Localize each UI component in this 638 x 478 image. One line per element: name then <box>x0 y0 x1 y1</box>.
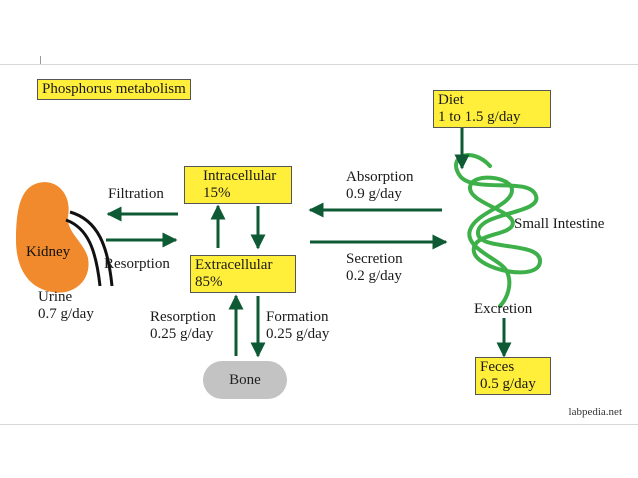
diet-box: Diet 1 to 1.5 g/day <box>433 90 551 128</box>
bone-resorption-label: Resorption <box>150 309 216 325</box>
diet-amount: 1 to 1.5 g/day <box>438 109 521 125</box>
feces-box: Feces 0.5 g/day <box>475 357 551 395</box>
urine-label: Urine <box>38 289 73 305</box>
bone-formation-label: Formation <box>266 309 329 325</box>
diagram-frame <box>0 64 638 425</box>
bone-resorption-amount: 0.25 g/day <box>150 326 214 342</box>
secretion-amount: 0.2 g/day <box>346 268 402 284</box>
ureter-line-1 <box>65 218 102 287</box>
ureter-line-2 <box>69 210 114 287</box>
bone-label: Bone <box>229 371 261 388</box>
extracellular-label: Extracellular <box>195 257 273 273</box>
intracellular-percent: 15% <box>203 185 231 201</box>
filtration-label: Filtration <box>108 186 164 202</box>
kidney-icon <box>16 182 89 293</box>
small-intestine-label: Small Intestine <box>514 216 605 232</box>
urine-amount: 0.7 g/day <box>38 306 94 322</box>
absorption-amount: 0.9 g/day <box>346 186 402 202</box>
kidney-resorption-label: Resorption <box>104 256 170 272</box>
absorption-label: Absorption <box>346 169 414 185</box>
top-tick-mark <box>40 56 41 64</box>
extracellular-box: Extracellular 85% <box>190 255 296 293</box>
intracellular-label: Intracellular <box>203 168 277 184</box>
bone-formation-amount: 0.25 g/day <box>266 326 330 342</box>
excretion-label: Excretion <box>474 301 533 317</box>
secretion-label: Secretion <box>346 251 403 267</box>
intracellular-box: Intracellular 15% <box>184 166 292 204</box>
source-credit: labpedia.net <box>568 406 622 418</box>
extracellular-percent: 85% <box>195 274 223 290</box>
kidney-label: Kidney <box>26 244 71 260</box>
feces-amount: 0.5 g/day <box>480 376 536 392</box>
small-intestine-icon <box>454 153 542 308</box>
feces-label: Feces <box>480 359 515 375</box>
diagram-title: Phosphorus metabolism <box>37 79 191 100</box>
bone-node: Bone <box>203 361 287 399</box>
diet-label: Diet <box>438 92 464 108</box>
